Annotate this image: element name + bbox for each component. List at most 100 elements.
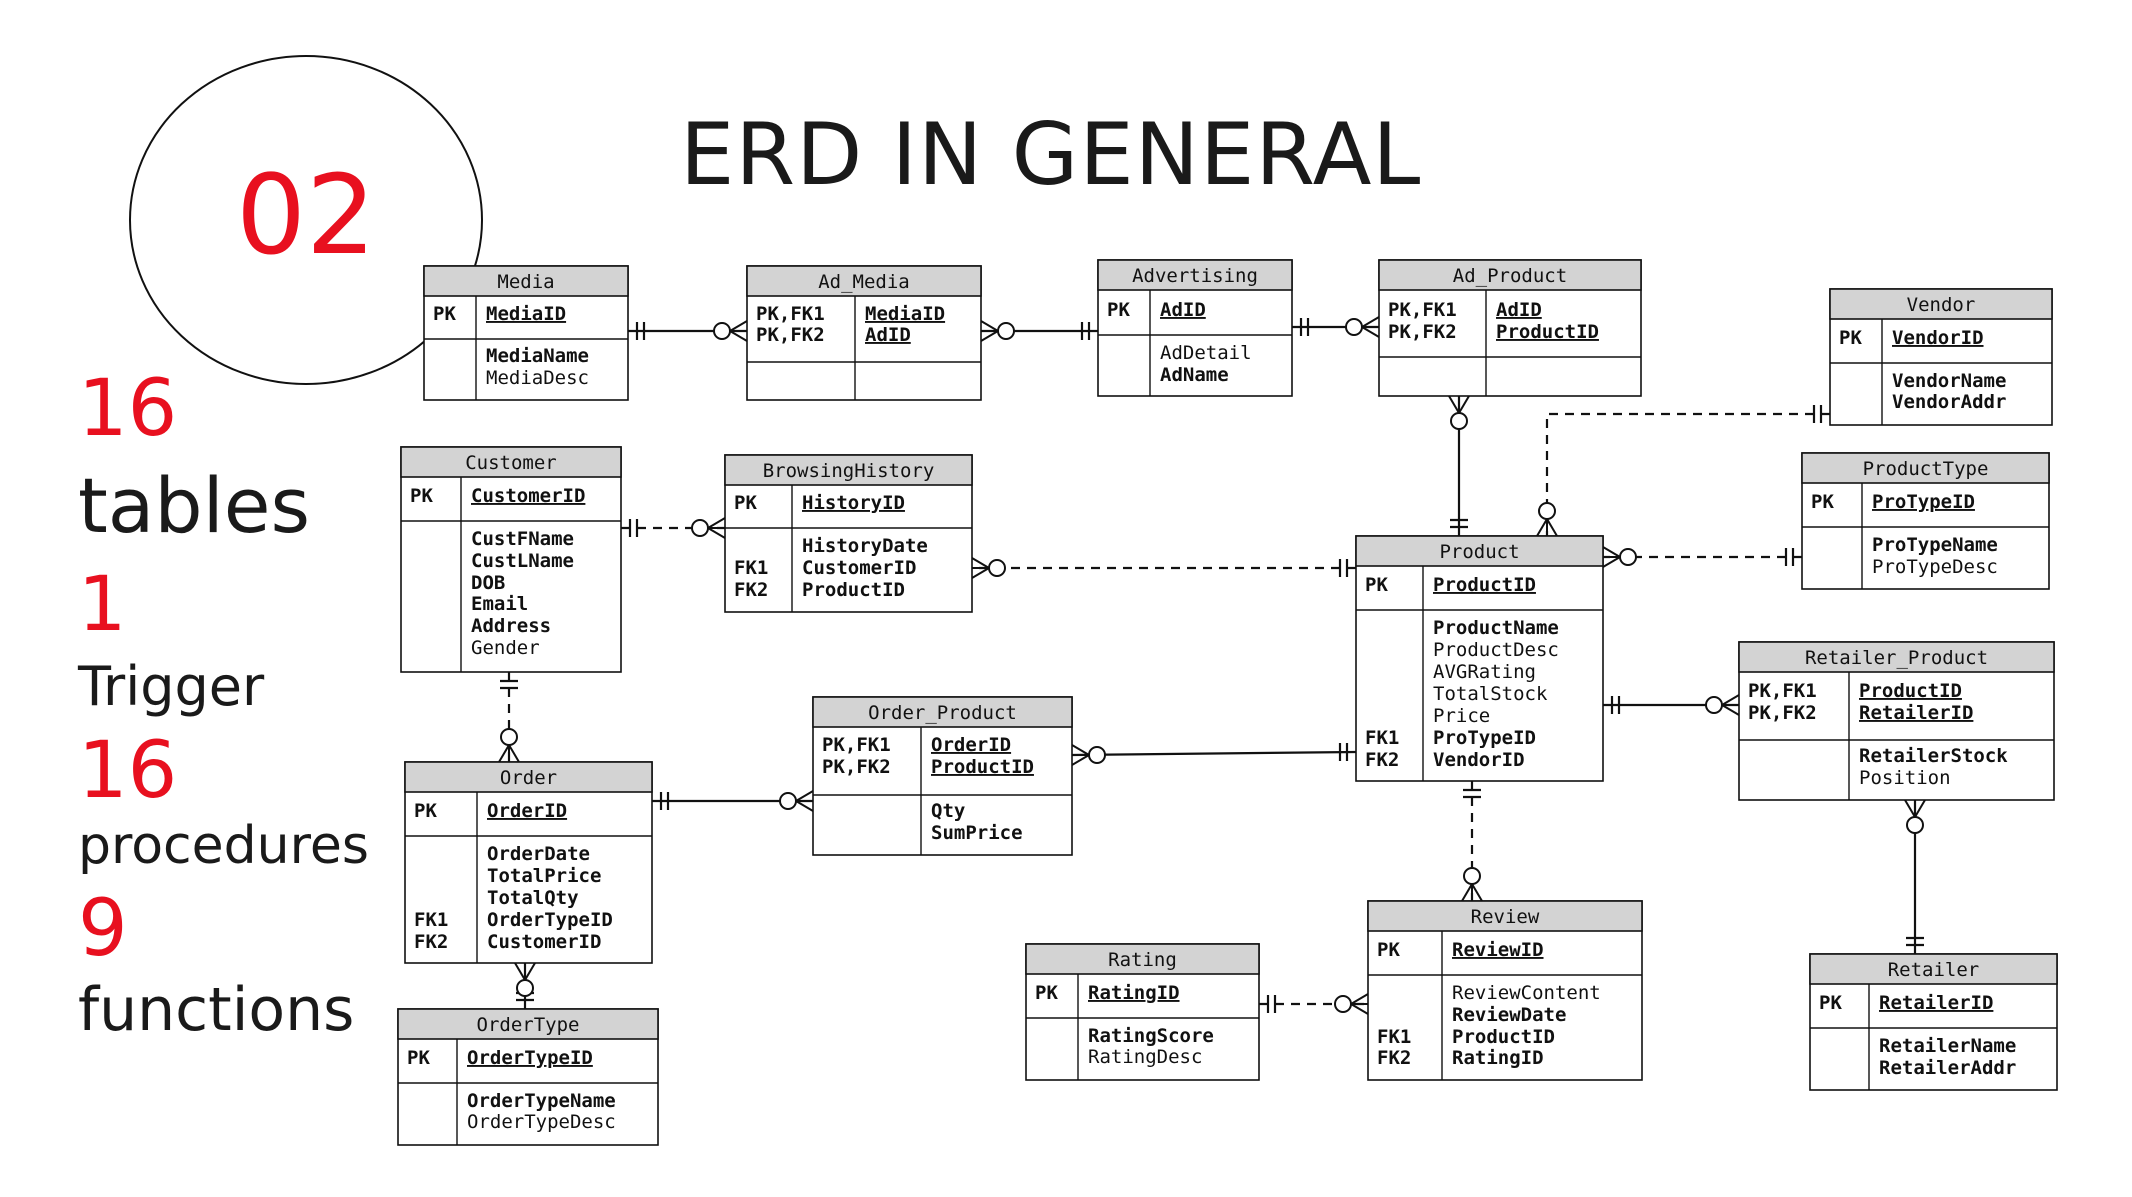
crow-foot <box>729 330 748 342</box>
attribute: ReviewContent <box>1452 982 1601 1004</box>
stat-tables-label: tables <box>78 461 311 550</box>
attribute: CustLName <box>471 550 574 572</box>
key-label: PK <box>1811 491 1834 513</box>
crow-foot <box>795 790 814 802</box>
crow-foot <box>1350 1003 1369 1015</box>
attribute: Qty <box>931 800 965 822</box>
key-label: PK <box>1377 939 1400 961</box>
attribute: CustomerID <box>487 931 601 953</box>
attribute: ProTypeID <box>1433 727 1536 749</box>
attribute: RatingID <box>1452 1047 1544 1069</box>
attribute: OrderTypeDesc <box>467 1111 616 1133</box>
zero-circle <box>1619 548 1637 566</box>
crow-foot <box>1461 883 1473 902</box>
zero-circle <box>713 322 731 340</box>
entity-header <box>1355 535 1604 567</box>
attribute: AdName <box>1160 364 1229 386</box>
relationship-product-browsing-history <box>971 557 1356 579</box>
relationship-customer-browsing-history <box>621 517 726 539</box>
entity-name: Retailer_Product <box>1805 647 1988 669</box>
key-label: FK2 <box>1365 749 1399 771</box>
zero-circle <box>691 519 709 537</box>
attribute: ProductID <box>802 579 905 601</box>
entity-name: Ad_Product <box>1453 265 1567 287</box>
entity-header <box>1097 259 1293 291</box>
zero-circle <box>1463 867 1481 885</box>
zero-circle <box>1906 816 1924 834</box>
crow-foot <box>514 962 526 981</box>
entity-header <box>400 446 622 478</box>
crow-foot <box>980 320 999 332</box>
primary-key-attribute: RatingID <box>1088 982 1180 1004</box>
relationship-product-type-product <box>1602 546 1802 568</box>
attribute: OrderTypeName <box>467 1090 616 1112</box>
crow-foot <box>971 557 990 569</box>
key-label: FK1 <box>734 557 768 579</box>
entity-name: Media <box>497 271 554 293</box>
attribute: OrderDate <box>487 843 590 865</box>
crow-foot <box>1914 799 1926 818</box>
key-label: FK2 <box>734 579 768 601</box>
zero-circle <box>500 728 518 746</box>
stat-functions-count: 9 <box>78 884 128 974</box>
attribute: ProductID <box>1452 1026 1555 1048</box>
key-label: PK <box>433 303 456 325</box>
attribute: HistoryDate <box>802 535 928 557</box>
zero-circle <box>1334 995 1352 1013</box>
entity-header <box>724 454 973 486</box>
crow-foot <box>1458 395 1470 414</box>
entity-header <box>423 265 629 297</box>
zero-circle <box>988 559 1006 577</box>
attribute: TotalPrice <box>487 865 601 887</box>
key-label: PK <box>1839 327 1862 349</box>
key-label: PK <box>1819 992 1842 1014</box>
attribute: Gender <box>471 637 540 659</box>
crow-foot <box>729 320 748 332</box>
entity-name: Product <box>1439 541 1519 563</box>
relationship-product-ad-product <box>1448 395 1470 536</box>
attribute: AdDetail <box>1160 342 1252 364</box>
primary-key-attribute: AdID <box>1496 299 1542 321</box>
crow-foot <box>508 744 520 763</box>
relationship-advertising-ad-media <box>980 320 1098 342</box>
relationship-product-order-product <box>1071 743 1357 766</box>
attribute: Position <box>1859 767 1951 789</box>
primary-key-attribute: ReviewID <box>1452 939 1544 961</box>
crow-foot <box>980 330 999 342</box>
entity-header <box>397 1008 659 1040</box>
attribute: SumPrice <box>931 822 1023 844</box>
relationship-media-ad-media <box>628 320 748 342</box>
attribute: VendorName <box>1892 370 2006 392</box>
attribute: ProductDesc <box>1433 639 1559 661</box>
primary-key-attribute: ProductID <box>1496 321 1599 343</box>
entity-name: OrderType <box>477 1014 580 1036</box>
zero-circle <box>1538 502 1556 520</box>
crow-foot <box>1071 754 1090 766</box>
attribute: RetailerAddr <box>1879 1057 2016 1079</box>
attribute: RetailerName <box>1879 1035 2016 1057</box>
entity-name: Customer <box>465 452 557 474</box>
crow-foot <box>1546 518 1558 537</box>
zero-circle <box>997 322 1015 340</box>
primary-key-attribute: MediaID <box>865 303 945 325</box>
primary-key-attribute: OrderTypeID <box>467 1047 593 1069</box>
primary-key-attribute: OrderID <box>487 800 567 822</box>
primary-key-attribute: ProductID <box>1859 680 1962 702</box>
key-label: FK2 <box>1377 1047 1411 1069</box>
stat-tables-count: 16 <box>78 364 178 454</box>
stat-trigger-label: Trigger <box>78 655 265 718</box>
primary-key-attribute: OrderID <box>931 734 1011 756</box>
attribute: Price <box>1433 705 1490 727</box>
stat-procedures-label: procedures <box>78 816 369 876</box>
key-label: PK <box>407 1047 430 1069</box>
crow-foot <box>524 962 536 981</box>
key-label: PK <box>414 800 437 822</box>
crow-foot <box>1721 704 1740 716</box>
entity-name: Vendor <box>1907 294 1976 316</box>
entity-header <box>1829 288 2053 320</box>
